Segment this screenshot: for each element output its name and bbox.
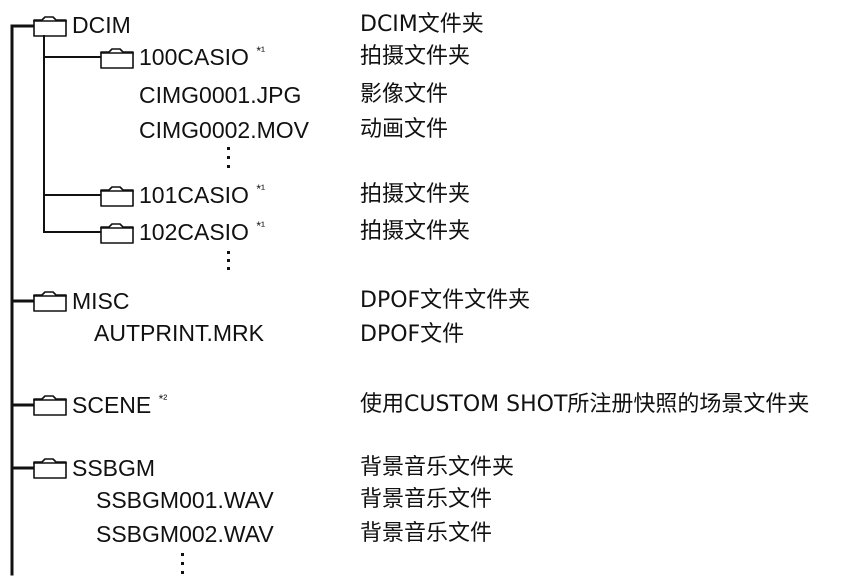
folder-label-misc: MISC	[72, 288, 130, 314]
description-scene: 使用CUSTOM SHOT所注册快照的场景文件夹	[360, 392, 810, 417]
folder-icon	[33, 395, 67, 416]
folder-name: 100CASIO	[139, 44, 249, 70]
folder-icon	[100, 223, 134, 244]
folder-label-100casio: 100CASIO *¹	[139, 44, 265, 74]
folder-icon	[33, 16, 67, 37]
footnote-mark: *¹	[256, 219, 266, 233]
folder-label-ssbgm: SSBGM	[72, 455, 156, 481]
folder-label-102casio: 102CASIO *¹	[139, 219, 265, 249]
description-misc: DPOF文件文件夹	[360, 288, 531, 313]
folder-label-101casio: 101CASIO *¹	[139, 182, 265, 212]
file-label-ssbgm002: SSBGM002.WAV	[96, 521, 274, 547]
description-102casio: 拍摄文件夹	[360, 219, 471, 244]
file-label-autprint: AUTPRINT.MRK	[94, 320, 264, 346]
file-label-cimg0002: CIMG0002.MOV	[139, 117, 309, 143]
folder-icon	[33, 291, 67, 312]
folder-name: SCENE	[72, 392, 152, 418]
footnote-mark: *²	[158, 392, 168, 406]
vertical-ellipsis-icon	[227, 147, 230, 168]
vertical-ellipsis-icon	[181, 553, 184, 574]
file-label-cimg0001: CIMG0001.JPG	[139, 82, 302, 108]
folder-icon	[100, 186, 134, 207]
folder-name: 101CASIO	[139, 182, 249, 208]
file-label-ssbgm001: SSBGM001.WAV	[96, 487, 274, 513]
folder-icon	[33, 458, 67, 479]
folder-icon	[100, 48, 134, 69]
footnote-mark: *¹	[256, 182, 266, 196]
folder-label-dcim: DCIM	[72, 12, 131, 38]
description-cimg0001: 影像文件	[360, 82, 449, 107]
folder-label-scene: SCENE *²	[72, 392, 167, 422]
description-ssbgm: 背景音乐文件夹	[360, 455, 515, 480]
description-101casio: 拍摄文件夹	[360, 182, 471, 207]
vertical-ellipsis-icon	[227, 251, 230, 270]
footnote-mark: *¹	[256, 44, 266, 58]
description-cimg0002: 动画文件	[360, 117, 449, 142]
description-ssbgm001: 背景音乐文件	[360, 487, 493, 512]
description-autprint: DPOF文件	[360, 322, 465, 347]
description-dcim: DCIM文件夹	[360, 12, 484, 37]
description-100casio: 拍摄文件夹	[360, 44, 471, 69]
folder-name: 102CASIO	[139, 219, 249, 245]
description-ssbgm002: 背景音乐文件	[360, 521, 493, 546]
